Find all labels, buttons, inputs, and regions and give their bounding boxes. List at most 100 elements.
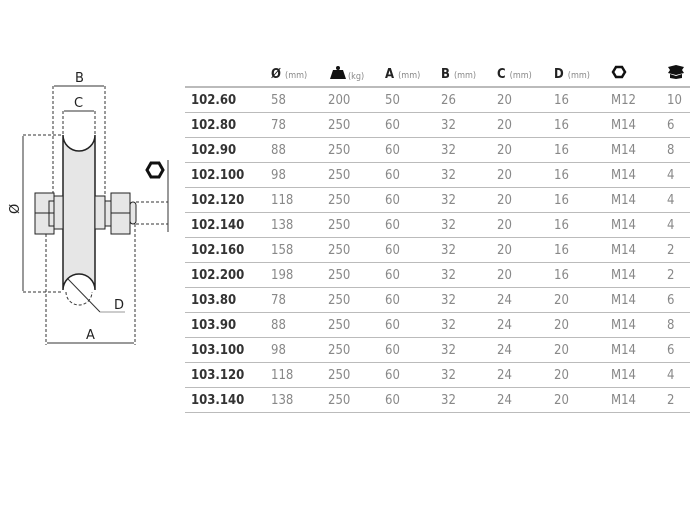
cell-thread: M14 — [611, 262, 667, 288]
cell-d: 16 — [554, 87, 611, 113]
cell-diameter: 198 — [271, 262, 328, 288]
label-c: C — [74, 96, 83, 111]
cell-code: 103.80 — [185, 287, 271, 313]
box-icon — [667, 65, 685, 83]
cell-code: 102.90 — [185, 137, 271, 163]
header-label: C — [497, 66, 506, 82]
cell-diameter: 118 — [271, 187, 328, 213]
cell-c: 20 — [497, 112, 554, 138]
column-header-a: A (mm) — [385, 62, 441, 88]
cell-b: 32 — [441, 312, 497, 338]
cell-c: 20 — [497, 237, 554, 263]
cell-pack: 10 — [667, 87, 690, 113]
cell-d: 20 — [554, 387, 611, 413]
cell-diameter: 138 — [271, 212, 328, 238]
wheel-technical-drawing: B C Ø D A — [8, 71, 169, 345]
cell-diameter: 88 — [271, 312, 328, 338]
cell-diameter: 58 — [271, 87, 328, 113]
cell-thread: M14 — [611, 137, 667, 163]
cell-a: 60 — [385, 187, 441, 213]
cell-load: 250 — [328, 262, 385, 288]
cell-a: 60 — [385, 162, 441, 188]
cell-a: 60 — [385, 337, 441, 363]
cell-pack: 4 — [667, 212, 690, 238]
cell-b: 32 — [441, 287, 497, 313]
cell-pack: 4 — [667, 162, 690, 188]
cell-code: 102.200 — [185, 262, 271, 288]
cell-code: 102.160 — [185, 237, 271, 263]
column-header-diameter: Ø (mm) — [271, 62, 328, 88]
header-unit: (mm) — [509, 70, 532, 81]
weight-icon — [328, 66, 348, 83]
header-label: Ø — [271, 66, 281, 82]
cell-pack: 8 — [667, 137, 690, 163]
label-a: A — [86, 328, 95, 343]
cell-c: 20 — [497, 212, 554, 238]
cell-code: 103.90 — [185, 312, 271, 338]
column-header-load: (kg) — [328, 62, 385, 88]
cell-load: 250 — [328, 137, 385, 163]
cell-b: 32 — [441, 137, 497, 163]
cell-load: 200 — [328, 87, 385, 113]
column-header-b: B (mm) — [441, 62, 497, 88]
cell-d: 20 — [554, 312, 611, 338]
specifications-table: Ø (mm)(kg)A (mm)B (mm)C (mm)D (mm) 102.6… — [185, 62, 690, 413]
cell-a: 60 — [385, 312, 441, 338]
cell-a: 50 — [385, 87, 441, 113]
cell-pack: 2 — [667, 262, 690, 288]
cell-pack: 2 — [667, 387, 690, 413]
header-label: D — [554, 66, 564, 82]
wheel-body — [34, 134, 137, 291]
cell-load: 250 — [328, 287, 385, 313]
cell-pack: 4 — [667, 187, 690, 213]
cell-b: 32 — [441, 387, 497, 413]
cell-d: 16 — [554, 187, 611, 213]
cell-c: 24 — [497, 287, 554, 313]
cell-a: 60 — [385, 387, 441, 413]
cell-a: 60 — [385, 362, 441, 388]
header-unit: (mm) — [567, 70, 590, 81]
cell-d: 16 — [554, 212, 611, 238]
cell-d: 16 — [554, 262, 611, 288]
cell-c: 20 — [497, 187, 554, 213]
header-label: B — [441, 66, 450, 82]
cell-a: 60 — [385, 237, 441, 263]
cell-code: 102.80 — [185, 112, 271, 138]
cell-thread: M12 — [611, 87, 667, 113]
cell-code: 102.100 — [185, 162, 271, 188]
cell-diameter: 118 — [271, 362, 328, 388]
cell-diameter: 88 — [271, 137, 328, 163]
header-label: A — [385, 66, 395, 82]
cell-code: 103.140 — [185, 387, 271, 413]
cell-c: 20 — [497, 162, 554, 188]
cell-thread: M14 — [611, 237, 667, 263]
cell-b: 32 — [441, 237, 497, 263]
cell-thread: M14 — [611, 187, 667, 213]
cell-c: 20 — [497, 262, 554, 288]
cell-pack: 4 — [667, 362, 690, 388]
cell-load: 250 — [328, 312, 385, 338]
cell-thread: M14 — [611, 287, 667, 313]
cell-load: 250 — [328, 237, 385, 263]
cell-d: 20 — [554, 287, 611, 313]
cell-d: 16 — [554, 137, 611, 163]
cell-diameter: 78 — [271, 287, 328, 313]
column-header-pack — [667, 62, 690, 88]
cell-pack: 6 — [667, 337, 690, 363]
cell-a: 60 — [385, 212, 441, 238]
cell-code: 102.120 — [185, 187, 271, 213]
cell-d: 20 — [554, 362, 611, 388]
column-header-code — [185, 62, 271, 88]
cell-code: 102.140 — [185, 212, 271, 238]
label-d: D — [114, 298, 124, 313]
cell-b: 32 — [441, 162, 497, 188]
column-header-d: D (mm) — [554, 62, 611, 88]
